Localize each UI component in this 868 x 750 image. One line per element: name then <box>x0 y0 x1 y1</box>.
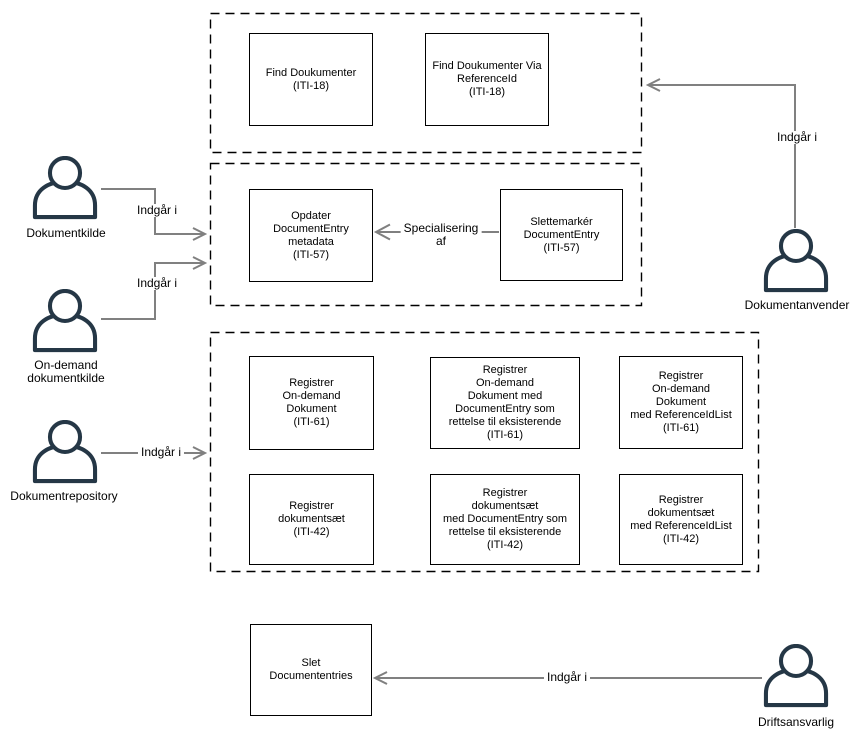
usecase-label: Slettemarkér DocumentEntry (ITI-57) <box>523 215 600 254</box>
usecase-label: Find Doukumenter (ITI-18) <box>265 66 357 92</box>
usecase-label: Registrer dokumentsæt (ITI-42) <box>278 500 345 538</box>
edge-label-indgaar-i-on-demand: Indgår i <box>133 277 181 290</box>
usecase-registrer-dokumentsaet-referenceidlist[interactable]: Registrer dokumentsæt med ReferenceIdLis… <box>619 474 743 565</box>
usecase-label: Registrer dokumentsæt med ReferenceIdLis… <box>630 493 732 545</box>
usecase-registrer-on-demand-dokument[interactable]: Registrer On-demand Dokument (ITI-61) <box>249 356 374 450</box>
usecase-slettemarker-documententry[interactable]: Slettemarkér DocumentEntry (ITI-57) <box>500 189 623 281</box>
arrowhead-specialisering <box>373 223 391 241</box>
group-query-usecases <box>209 12 643 154</box>
edge-label-indgaar-i-dokumentanvender: Indgår i <box>773 131 821 144</box>
person-icon-dokumentkilde[interactable] <box>31 156 99 220</box>
usecase-label: Registrer On-demand Dokument med Documen… <box>448 364 562 441</box>
usecase-registrer-dokumentsaet-rettelse[interactable]: Registrer dokumentsæt med DocumentEntry … <box>430 474 580 565</box>
usecase-label: Registrer dokumentsæt med DocumentEntry … <box>442 487 568 551</box>
usecase-slet-documententries[interactable]: Slet Documententries <box>250 624 372 716</box>
usecase-label: Opdater DocumentEntry metadata (ITI-57) <box>273 209 349 261</box>
person-icon-driftsansvarlig[interactable] <box>762 644 830 708</box>
usecase-label: Slet Documententries <box>269 657 353 682</box>
person-head <box>47 289 83 324</box>
person-head <box>47 420 83 455</box>
person-icon-dokumentrepository[interactable] <box>31 420 99 484</box>
arrowhead-dokumentrepository <box>192 446 208 460</box>
actor-label-driftsansvarlig: Driftsansvarlig <box>757 715 835 729</box>
usecase-label: Registrer On-demand Dokument med Referen… <box>630 370 732 434</box>
connector-on-demand-dokumentkilde <box>101 262 204 320</box>
person-icon-on-demand-dokumentkilde[interactable] <box>31 289 99 353</box>
actor-label-dokumentkilde: Dokumentkilde <box>26 226 106 240</box>
edge-label-indgaar-i-driftsansvarlig: Indgår i <box>543 671 591 684</box>
person-icon-dokumentanvender[interactable] <box>762 229 830 293</box>
usecase-registrer-on-demand-dokument-referenceidlist[interactable]: Registrer On-demand Dokument med Referen… <box>619 356 743 449</box>
usecase-label: Find Doukumenter Via ReferenceId (ITI-18… <box>432 60 542 98</box>
actor-label-dokumentanvender: Dokumentanvender <box>744 298 850 312</box>
usecase-registrer-on-demand-dokument-rettelse[interactable]: Registrer On-demand Dokument med Documen… <box>430 357 580 449</box>
arrowhead-dokumentkilde <box>192 227 208 241</box>
connector-dokumentanvender <box>649 84 796 228</box>
edge-label-indgaar-i-dokumentrepository: Indgår i <box>137 446 185 459</box>
person-head <box>778 644 814 679</box>
edge-label-specialisering-af: Specialisering af <box>400 222 482 247</box>
person-head <box>47 156 83 191</box>
arrowhead-on-demand-dokumentkilde <box>192 256 208 270</box>
arrowhead-driftsansvarlig <box>372 671 388 685</box>
actor-label-on-demand-dokumentkilde: On-demand dokumentkilde <box>27 358 105 385</box>
usecase-registrer-dokumentsaet[interactable]: Registrer dokumentsæt (ITI-42) <box>249 474 374 565</box>
usecase-find-dokumenter[interactable]: Find Doukumenter (ITI-18) <box>249 33 373 126</box>
edge-label-indgaar-i-dokumentkilde: Indgår i <box>133 204 181 217</box>
group-update-usecases <box>209 162 643 307</box>
arrowhead-dokumentanvender <box>645 78 661 92</box>
group-register-usecases <box>209 331 760 573</box>
actor-label-dokumentrepository: Dokumentrepository <box>10 489 118 503</box>
usecase-label: Registrer On-demand Dokument (ITI-61) <box>282 377 341 428</box>
usecase-opdater-documententry[interactable]: Opdater DocumentEntry metadata (ITI-57) <box>249 189 373 282</box>
person-head <box>778 229 814 264</box>
usecase-find-dokumenter-via-referenceid[interactable]: Find Doukumenter Via ReferenceId (ITI-18… <box>425 33 549 126</box>
